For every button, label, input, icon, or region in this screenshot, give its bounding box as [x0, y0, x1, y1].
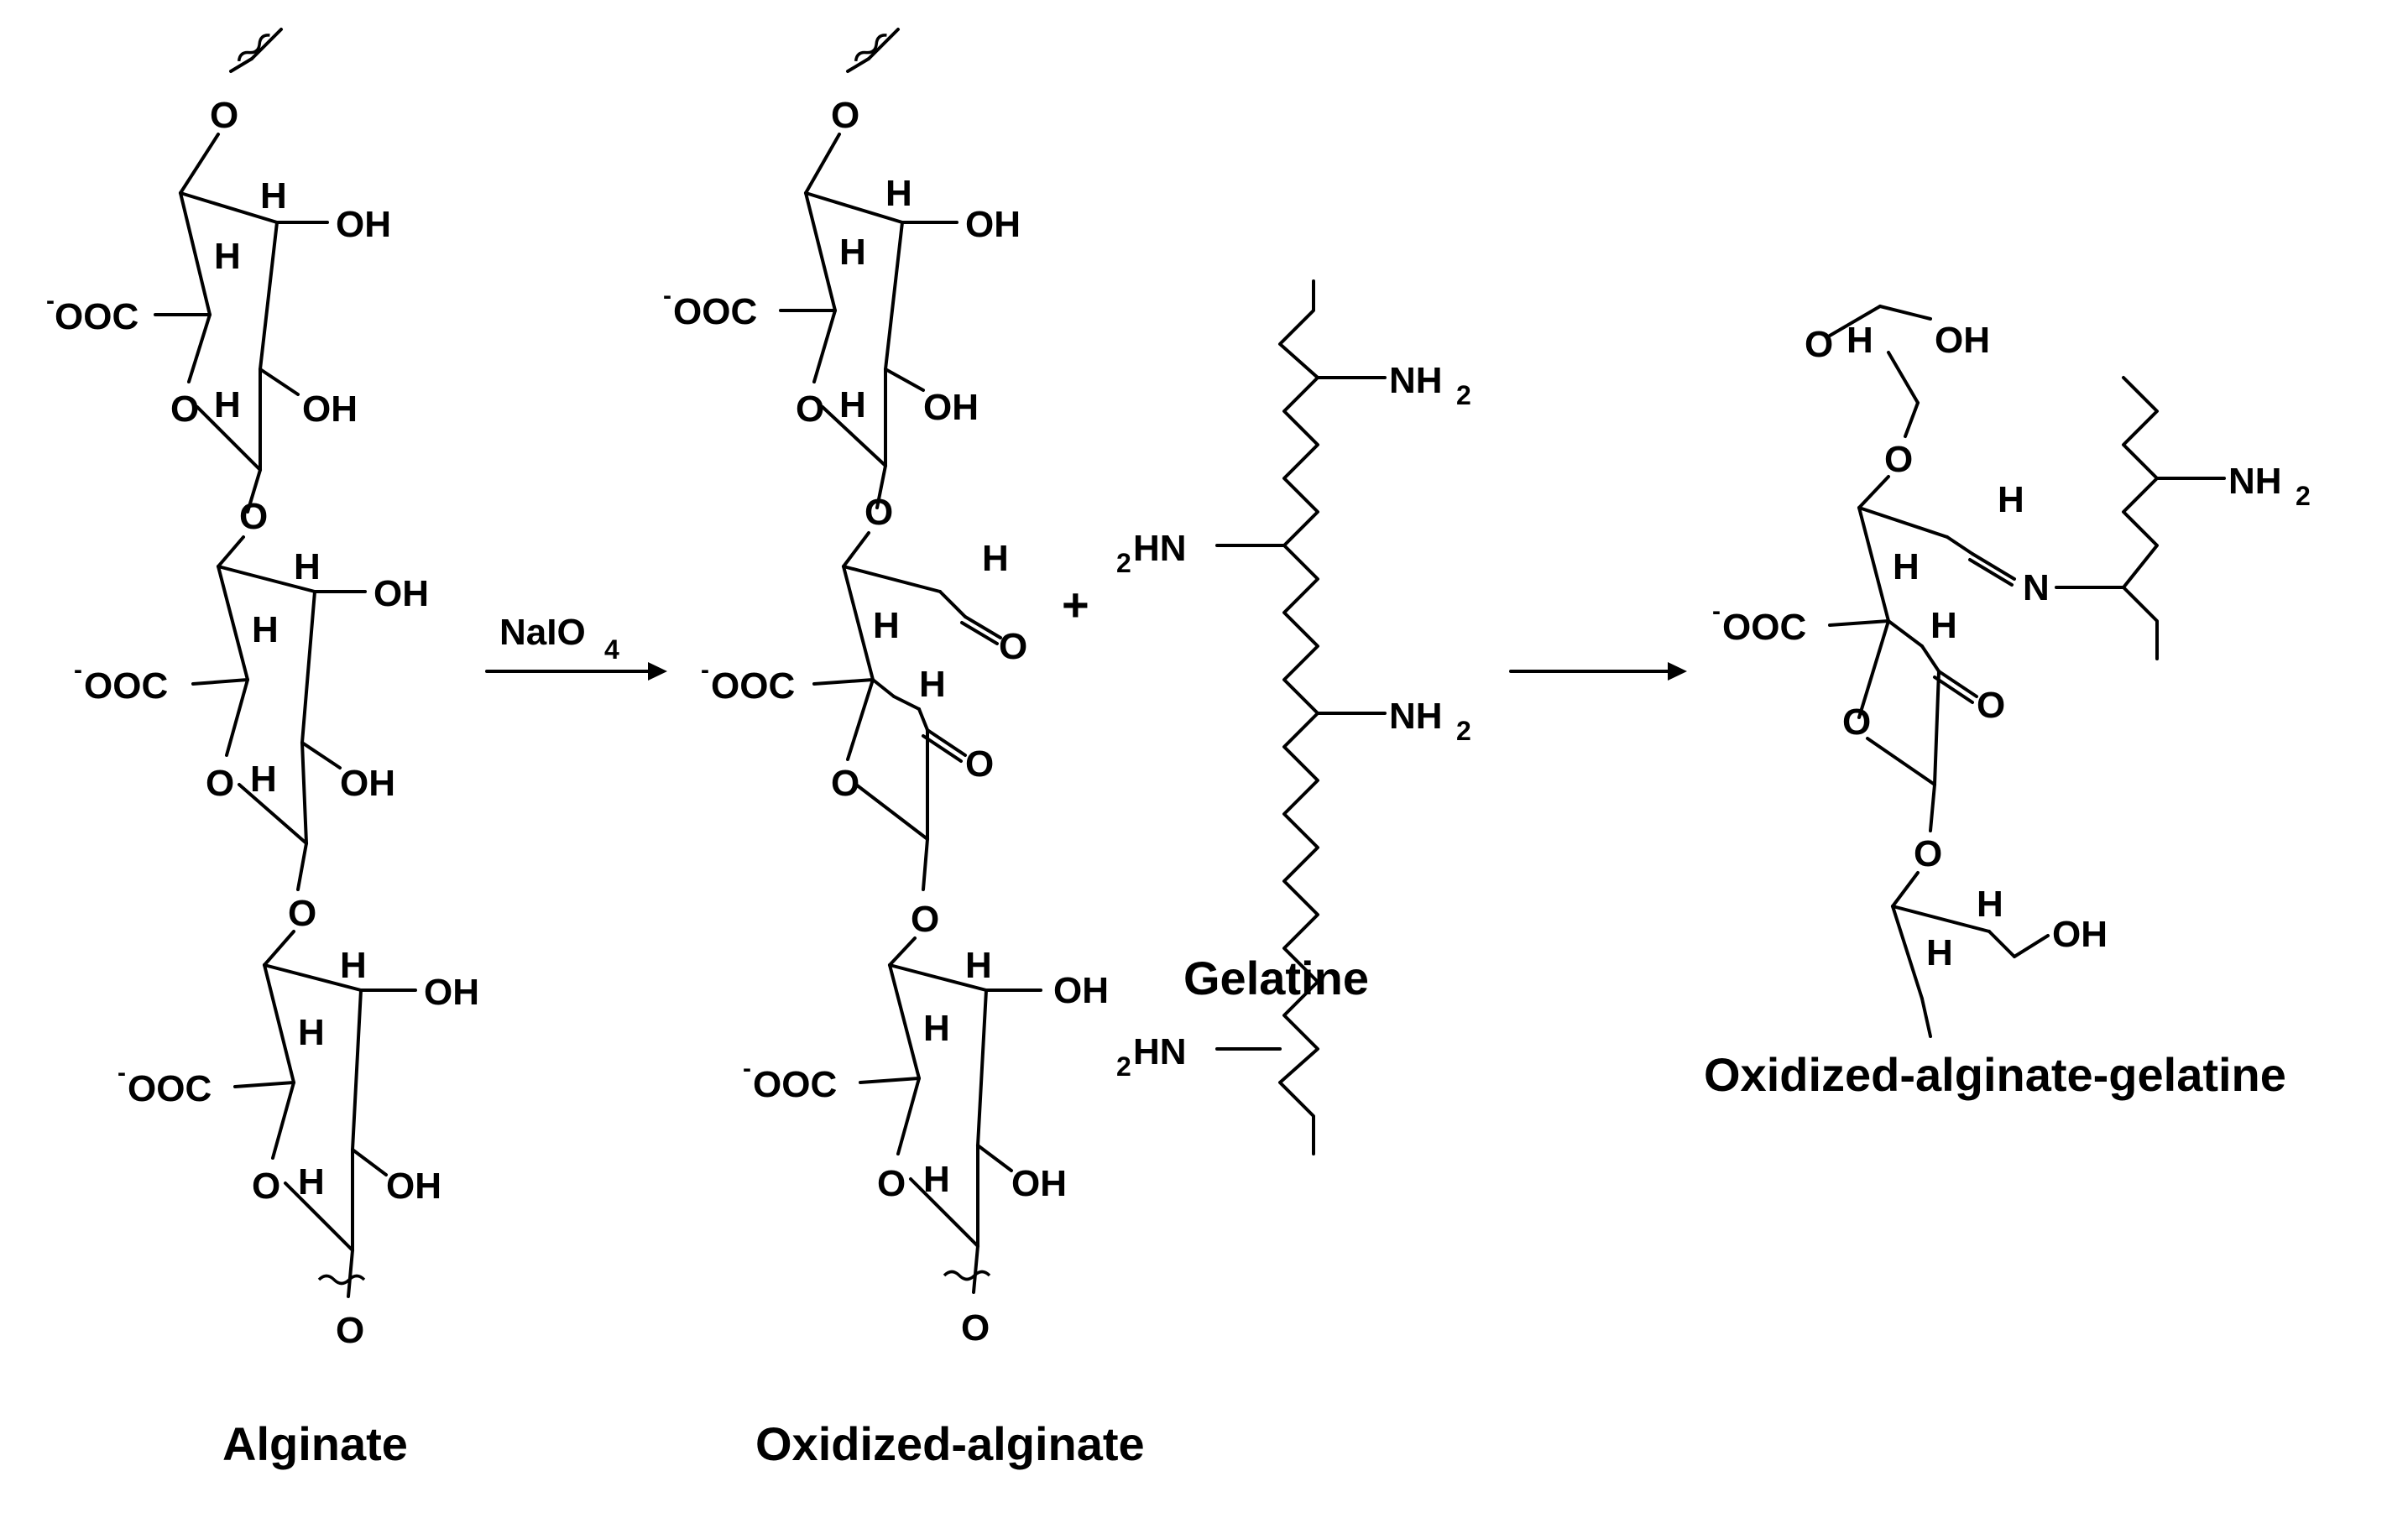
charge: - — [46, 287, 55, 315]
atom-o: O — [170, 389, 199, 430]
atom-o: O — [831, 763, 859, 804]
atom-h: H — [1846, 320, 1873, 361]
gelatine-structure: NH 2 2 HN NH 2 2 HN — [1116, 279, 1471, 1155]
atom-ooc: OOC — [711, 665, 795, 707]
atom-nh: NH — [1389, 696, 1443, 737]
caption-oxidized-alginate: Oxidized-alginate — [755, 1417, 1145, 1470]
atom-oh: OH — [424, 972, 479, 1013]
charge: - — [1712, 597, 1721, 625]
alginate-structure: O H OH H - OOC O H OH O H OH H — [46, 28, 479, 1351]
atom-o: O — [965, 743, 994, 785]
atom-h: H — [839, 232, 866, 273]
atom-h: H — [1930, 605, 1957, 646]
atom-ooc: OOC — [673, 291, 757, 332]
atom-nh-subscript: 2 — [1456, 380, 1471, 410]
atom-oh: OH — [373, 573, 429, 614]
charge: - — [743, 1055, 751, 1082]
atom-o: O — [831, 95, 859, 136]
atom-o: O — [252, 1166, 280, 1207]
atom-o: O — [1884, 439, 1913, 480]
charge: - — [118, 1059, 126, 1087]
atom-oh: OH — [386, 1166, 441, 1207]
atom-o: O — [999, 626, 1027, 667]
atom-h: H — [260, 175, 287, 216]
atom-hn: HN — [1133, 1031, 1187, 1072]
oxidized-alginate-structure: O H OH H - OOC O H OH O — [663, 28, 1109, 1348]
atom-h: H — [965, 945, 992, 986]
atom-oh: OH — [1053, 970, 1109, 1011]
atom-nh: NH — [2228, 461, 2282, 502]
atom-ooc: OOC — [128, 1068, 212, 1109]
atom-o: O — [1805, 324, 1833, 365]
atom-h: H — [982, 538, 1009, 579]
atom-oh: OH — [965, 204, 1021, 245]
atom-o: O — [911, 899, 939, 940]
atom-ooc: OOC — [55, 296, 138, 337]
atom-h: H — [873, 605, 900, 646]
atom-o: O — [210, 95, 238, 136]
atom-oh: OH — [1935, 320, 1990, 361]
atom-nh-subscript: 2 — [2296, 481, 2311, 511]
atom-ooc: OOC — [84, 665, 168, 707]
caption-gelatine: Gelatine — [1183, 952, 1369, 1004]
atom-oh: OH — [336, 204, 391, 245]
caption-alginate: Alginate — [222, 1417, 408, 1470]
periodate-arrow: NaIO 4 — [485, 612, 667, 681]
atom-h: H — [839, 384, 866, 425]
atom-o: O — [1914, 833, 1942, 874]
atom-h: H — [340, 945, 367, 986]
plus-sign: + — [1062, 578, 1089, 631]
atom-o: O — [1977, 685, 2005, 726]
charge: - — [701, 656, 709, 684]
atom-o: O — [796, 389, 824, 430]
atom-o: O — [864, 492, 893, 533]
product-structure: O H OH O H H N NH 2 - OOC H O O — [1712, 305, 2311, 1038]
atom-oh: OH — [1011, 1163, 1067, 1204]
atom-h: H — [214, 384, 241, 425]
atom-h: H — [294, 546, 321, 587]
atom-hn: HN — [1133, 528, 1187, 569]
atom-h: H — [1926, 932, 1953, 973]
atom-h: H — [885, 173, 912, 214]
caption-product: Oxidized-alginate-gelatine — [1704, 1048, 2286, 1101]
atom-nh-subscript: 2 — [1456, 716, 1471, 746]
atom-o: O — [877, 1163, 906, 1204]
atom-h: H — [252, 609, 279, 650]
charge: - — [74, 656, 82, 684]
atom-h: H — [1977, 884, 2003, 925]
reagent-label: NaIO — [499, 612, 586, 653]
atom-o: O — [961, 1307, 990, 1348]
atom-o: O — [239, 496, 268, 537]
atom-hn-prefix: 2 — [1116, 1051, 1131, 1082]
atom-h: H — [923, 1159, 950, 1200]
atom-o: O — [288, 893, 316, 934]
atom-oh: OH — [340, 763, 395, 804]
atom-oh: OH — [2052, 914, 2108, 955]
reagent-subscript: 4 — [604, 634, 619, 665]
atom-oh: OH — [302, 389, 358, 430]
atom-h: H — [1998, 479, 2024, 520]
atom-h: H — [1893, 546, 1920, 587]
charge: - — [663, 282, 671, 310]
atom-h: H — [298, 1012, 325, 1053]
atom-n: N — [2023, 567, 2050, 608]
atom-nh: NH — [1389, 360, 1443, 401]
atom-h: H — [214, 236, 241, 277]
atom-o: O — [1842, 702, 1871, 743]
atom-h: H — [923, 1008, 950, 1049]
atom-h: H — [298, 1161, 325, 1202]
atom-ooc: OOC — [753, 1064, 837, 1105]
crosslink-arrow — [1509, 662, 1687, 681]
atom-o: O — [336, 1310, 364, 1351]
atom-o: O — [206, 763, 234, 804]
atom-oh: OH — [923, 387, 979, 428]
atom-ooc: OOC — [1722, 607, 1806, 648]
atom-h: H — [250, 759, 277, 800]
atom-hn-prefix: 2 — [1116, 548, 1131, 578]
atom-h: H — [919, 664, 946, 705]
